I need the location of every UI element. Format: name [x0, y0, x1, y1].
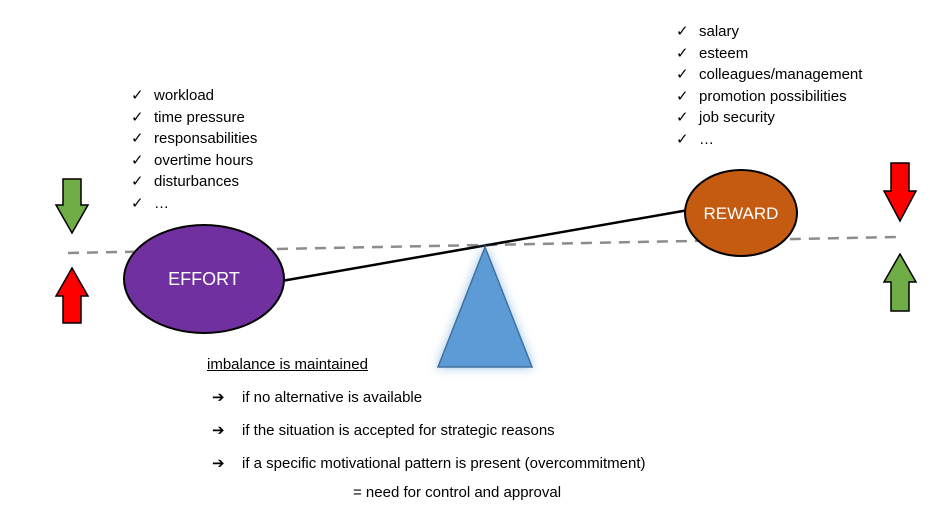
checkmark-icon: ✓: [676, 108, 689, 126]
list-item: ✓ workload: [131, 85, 257, 107]
condition-text: if a specific motivational pattern is pr…: [242, 455, 646, 472]
list-item: ✓ responsabilities: [131, 128, 257, 150]
checkmark-icon: ✓: [131, 107, 144, 126]
effort-item-label: overtime hours: [154, 151, 254, 169]
reward-label: REWARD: [704, 204, 779, 223]
list-item: ✓ job security: [676, 107, 862, 129]
red-down-arrow-icon: [882, 162, 918, 223]
reward-item-label: promotion possibilities: [699, 87, 847, 105]
reward-factors-list: ✓ salary ✓ esteem ✓ colleagues/management ✓…: [676, 21, 862, 150]
condition-item: ➔ if the situation is accepted for strate…: [212, 421, 555, 439]
list-item: ✓…: [676, 129, 862, 151]
red-up-arrow-icon: [54, 266, 90, 324]
condition-text: if the situation is accepted for strateg…: [242, 422, 555, 439]
checkmark-icon: ✓: [676, 22, 689, 40]
fulcrum-triangle: [436, 244, 534, 368]
list-item: ✓…: [131, 193, 257, 215]
checkmark-icon: ✓: [131, 129, 144, 147]
list-item: ✓ salary: [676, 21, 862, 43]
reward-item-label: job security: [699, 109, 775, 126]
checkmark-icon: ✓: [676, 86, 689, 105]
reward-item-label: salary: [699, 23, 740, 40]
checkmark-icon: ✓: [131, 150, 144, 169]
condition-item: ➔ if a specific motivational pattern is p…: [212, 454, 645, 472]
list-item: ✓ colleagues/management: [676, 64, 862, 86]
checkmark-icon: ✓: [131, 86, 144, 104]
effort-item-label: workload: [154, 87, 215, 104]
reward-item-label: …: [699, 130, 714, 148]
checkmark-icon: ✓: [131, 193, 144, 212]
right-arrow-icon: ➔: [212, 388, 225, 406]
effort-item-label: time pressure: [154, 108, 245, 126]
right-arrow-icon: ➔: [212, 421, 225, 439]
condition-item: ➔ if no alternative is available: [212, 388, 422, 406]
effort-label: EFFORT: [168, 269, 240, 289]
list-item: ✓ esteem: [676, 43, 862, 65]
list-item: ✓ promotion possibilities: [676, 86, 862, 108]
green-down-arrow-icon: [54, 178, 90, 235]
imbalance-heading: imbalance is maintained: [207, 356, 368, 373]
effort-item-label: disturbances: [154, 173, 240, 190]
reward-item-label: esteem: [699, 44, 749, 62]
effort-item-label: responsabilities: [154, 130, 258, 147]
effort-ellipse: [123, 224, 285, 334]
list-item: ✓ overtime hours: [131, 150, 257, 172]
green-up-arrow-icon: [882, 252, 918, 312]
list-item: ✓ disturbances: [131, 171, 257, 193]
right-arrow-icon: ➔: [212, 454, 225, 472]
checkmark-icon: ✓: [131, 172, 144, 190]
effort-factors-list: ✓ workload ✓ time pressure ✓ responsabiliti…: [131, 85, 257, 214]
effort-item-label: …: [154, 194, 169, 212]
reward-ellipse: [684, 169, 798, 257]
condition-text: if no alternative is available: [242, 389, 423, 406]
reward-item-label: colleagues/management: [699, 66, 863, 83]
list-item: ✓ time pressure: [131, 107, 257, 129]
conclusion-text: = need for control and approval: [353, 484, 562, 501]
checkmark-icon: ✓: [676, 129, 689, 148]
checkmark-icon: ✓: [676, 65, 689, 83]
checkmark-icon: ✓: [676, 43, 689, 62]
